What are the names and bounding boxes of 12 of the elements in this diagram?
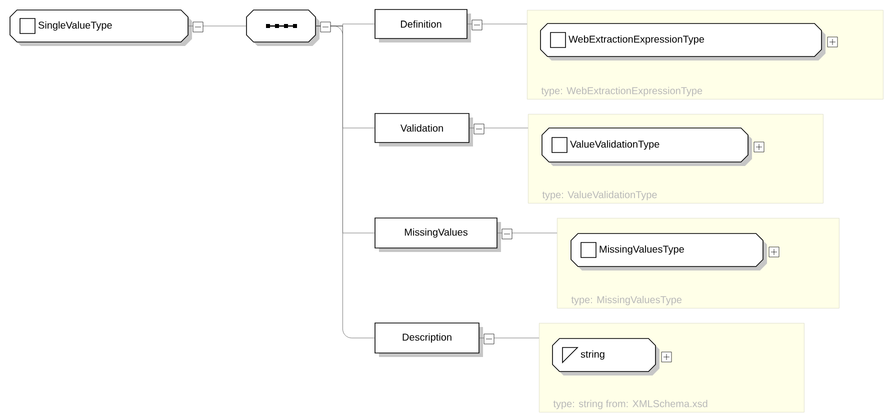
element-box: Validation — [374, 113, 473, 146]
element-box: ValueValidationType — [542, 128, 752, 166]
element-box: SingleValueType — [10, 10, 192, 46]
element-box: Description — [374, 322, 483, 357]
element-box: MissingValuesType — [570, 233, 767, 270]
connector — [497, 232, 558, 234]
element-box: string — [552, 338, 660, 376]
connector — [316, 26, 375, 338]
sequence-compositor — [246, 10, 320, 46]
element-box: Definition — [374, 9, 471, 42]
element-box: WebExtractionExpressionType — [540, 23, 826, 60]
element-box: MissingValues — [374, 218, 501, 252]
